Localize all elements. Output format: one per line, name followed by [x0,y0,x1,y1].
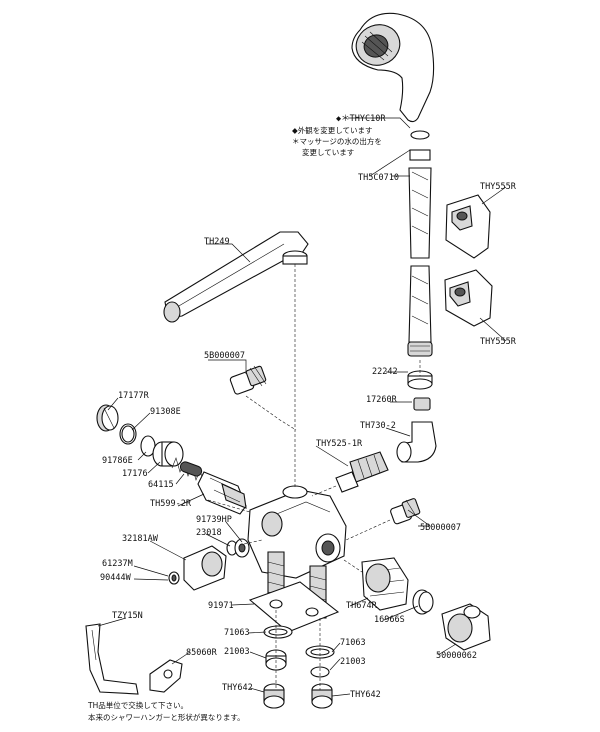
label-17260r: 17260R [366,395,398,405]
cartridge-right [390,498,421,525]
label-91971: 91971 [208,601,234,611]
union-left [263,683,285,709]
shower-head-washer [409,130,431,161]
label-16966s: 16966S [374,615,405,625]
valve-th674r [361,557,409,611]
gasket-left [263,625,293,639]
label-91739hp: 91739HP [196,515,232,525]
label-th674r: TH674R [346,601,378,611]
label-thy642-2: THY642 [350,690,381,700]
label-thyc10r: ◆＊THYC10R [336,114,386,124]
label-17177r: 17177R [118,391,150,401]
label-50000062: 50000062 [436,651,477,661]
label-21003-1: 21003 [224,647,250,657]
label-91786e: 91786E [102,456,133,466]
label-5b000007-2: 5B000007 [420,523,461,533]
note-asterisk-1: ＊マッサージの水の出方を [292,136,382,146]
label-17176: 17176 [122,469,148,479]
label-tzy15n: TZY15N [112,611,143,621]
label-64115: 64115 [148,480,174,490]
label-71063-1: 71063 [224,628,250,638]
notes: ◆外観を変更しています ＊マッサージの水の出方を 変更しています TH品単位で交… [87,125,382,722]
shower-head [351,12,435,123]
label-23018: 23018 [196,528,222,538]
handle-32181aw [183,545,227,591]
o-ring-91308e [119,423,137,445]
shower-hanger-1 [445,194,491,259]
label-61237m: 61237M [102,559,133,569]
elbow-fitting [396,370,437,463]
label-21003-2: 21003 [340,657,366,667]
wrench-tzy15n [85,623,139,695]
nut-right [310,666,330,678]
handle-50000062 [441,603,491,651]
label-thy525-1r: THY525-1R [316,439,363,449]
plate-91971 [248,581,340,633]
handle-cap-17177r [96,404,119,432]
label-32181aw: 32181AW [122,534,159,544]
spout [163,231,309,323]
part-labels: ◆＊THYC10R TH5C0710 THY555R THY555R TH249… [100,114,517,700]
label-71063-2: 71063 [340,638,366,648]
label-85060r: 85060R [186,648,218,658]
shower-hose [407,167,433,357]
label-th730-2: TH730-2 [360,421,396,431]
label-thy642-1: THY642 [222,683,253,693]
label-thy555r-1: THY555R [480,182,517,192]
label-5b000007-1: 5B000007 [204,351,245,361]
label-thy555r-2: THY555R [480,337,517,347]
label-th5c0710: TH5C0710 [358,173,399,183]
gasket-right [305,645,335,659]
cap-16966s [412,589,434,615]
label-th599-2r: TH599-2R [150,499,192,509]
label-90444w: 90444W [100,573,132,583]
note-asterisk-2: 変更しています [302,147,354,157]
note-diamond: ◆外観を変更しています [292,125,373,135]
shower-hanger-2 [444,269,493,327]
footer-note-1: TH品単位で交換して下さい。 [87,700,188,710]
cap-61237m [168,571,180,585]
leader-lines [97,117,507,697]
cartridge-top [229,365,267,395]
label-22242: 22242 [372,367,398,377]
adapter-fitting [335,451,389,493]
footer-note-2: 本来のシャワーハンガーと形状が異なります。 [88,712,245,722]
key-85060r [149,659,183,693]
label-th249: TH249 [204,237,230,247]
thermo-cartridge-th599 [197,471,247,515]
union-right [311,683,333,709]
label-91308e: 91308E [150,407,181,417]
nut-23018 [226,538,250,558]
collar-17176 [152,441,184,467]
